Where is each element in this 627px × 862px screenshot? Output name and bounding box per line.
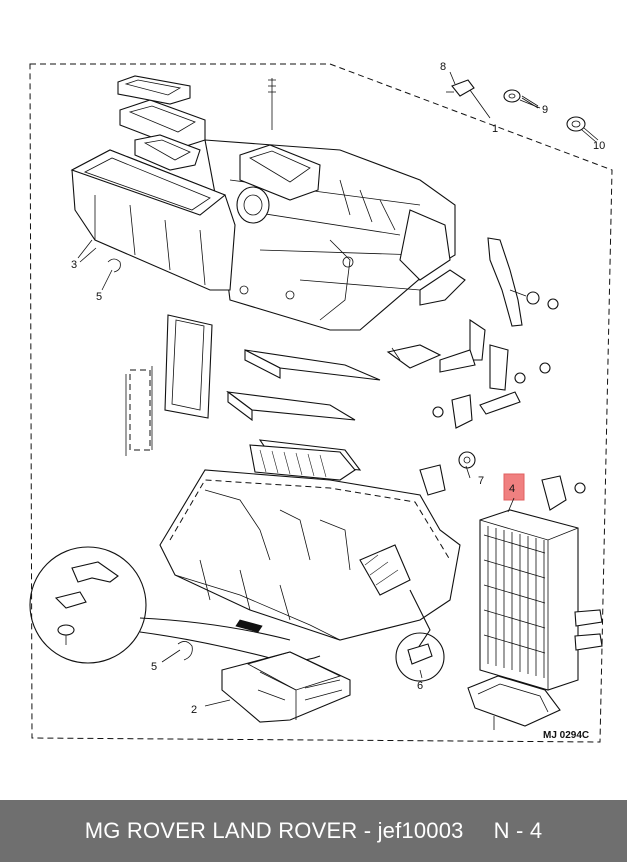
callout-label: 5 [151, 661, 157, 673]
callout-label: 5 [96, 291, 102, 303]
fastener-group-top [446, 79, 597, 143]
assembly-boundary [29, 63, 613, 743]
footer-brand: MG ROVER LAND ROVER - jef10003 [84, 818, 464, 843]
left-duct-assembly [70, 75, 321, 291]
wiring-harness [139, 589, 431, 662]
callout-label: 4 [509, 483, 515, 495]
footer-bar: MG ROVER LAND ROVER - jef10003 N - 4 [0, 800, 627, 862]
callout-label: 2 [191, 704, 197, 716]
heater-matrix [467, 475, 603, 730]
exploded-parts-diagram: 1 2 3 4 5 5 6 7 8 9 10 MJ 0294C [29, 61, 613, 743]
linkage-levers [386, 237, 559, 429]
callout-label: 6 [417, 680, 423, 692]
callout-label: 10 [593, 140, 605, 152]
callout-4-highlight [503, 473, 525, 501]
callout-label: 9 [542, 104, 548, 116]
footer-page: N - 4 [493, 818, 543, 843]
leader-lines [77, 71, 599, 707]
drawing-reference: MJ 0294C [543, 730, 589, 741]
detail-circle-right [395, 632, 445, 682]
detail-circle-left [29, 546, 147, 664]
callout-label: 7 [478, 475, 484, 487]
lower-casing [159, 444, 476, 641]
callout-label: 3 [71, 259, 77, 271]
clip-lower [177, 641, 193, 661]
blower-housing [221, 651, 351, 723]
callout-label: 1 [492, 123, 498, 135]
callout-label: 8 [440, 61, 446, 73]
clip-upper [79, 247, 121, 273]
